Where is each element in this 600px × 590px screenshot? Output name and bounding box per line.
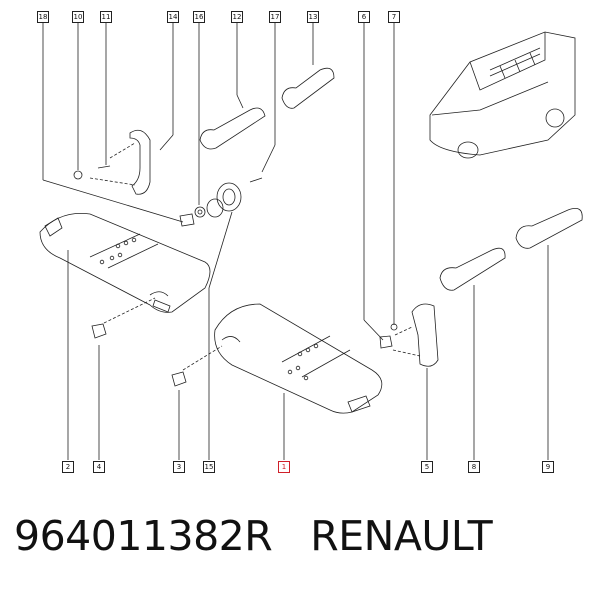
grab-handle-5	[411, 303, 439, 367]
screw-11	[97, 165, 111, 169]
sun-visor-right	[214, 303, 383, 414]
callout-15: 15	[203, 461, 215, 473]
callout-1: 1	[278, 461, 290, 473]
van-illustration	[429, 31, 576, 159]
callout-7: 7	[388, 11, 400, 23]
brand-name: RENAULT	[310, 512, 493, 560]
bearing-15	[206, 182, 242, 218]
clip-3	[171, 371, 187, 387]
assembly-lines	[89, 142, 421, 371]
sun-visor-left	[39, 213, 211, 313]
grab-handle-12	[199, 107, 266, 150]
callout-9: 9	[542, 461, 554, 473]
callout-10: 10	[72, 11, 84, 23]
callout-3: 3	[173, 461, 185, 473]
screw-17	[249, 177, 263, 183]
exploded-parts-diagram	[39, 22, 583, 460]
clip-10	[73, 170, 83, 180]
part-caption: 964011382R RENAULT	[14, 512, 493, 560]
callout-12: 12	[231, 11, 243, 23]
callout-4: 4	[93, 461, 105, 473]
grab-handle-bracket-14	[129, 129, 151, 195]
callout-2: 2	[62, 461, 74, 473]
callout-13: 13	[307, 11, 319, 23]
clip-18	[179, 213, 195, 227]
callout-14: 14	[167, 11, 179, 23]
callout-16: 16	[193, 11, 205, 23]
screw-7	[390, 323, 398, 331]
cap-16	[194, 206, 206, 218]
callout-18: 18	[37, 11, 49, 23]
part-number: 964011382R	[14, 512, 273, 560]
clip-4	[91, 323, 107, 339]
clip-6	[379, 335, 393, 349]
callout-11: 11	[100, 11, 112, 23]
grab-handle-8	[439, 247, 506, 291]
grab-handle-9	[515, 207, 583, 249]
callout-6: 6	[358, 11, 370, 23]
grab-handle-13	[281, 67, 335, 109]
callout-5: 5	[421, 461, 433, 473]
callout-8: 8	[468, 461, 480, 473]
callout-17: 17	[269, 11, 281, 23]
